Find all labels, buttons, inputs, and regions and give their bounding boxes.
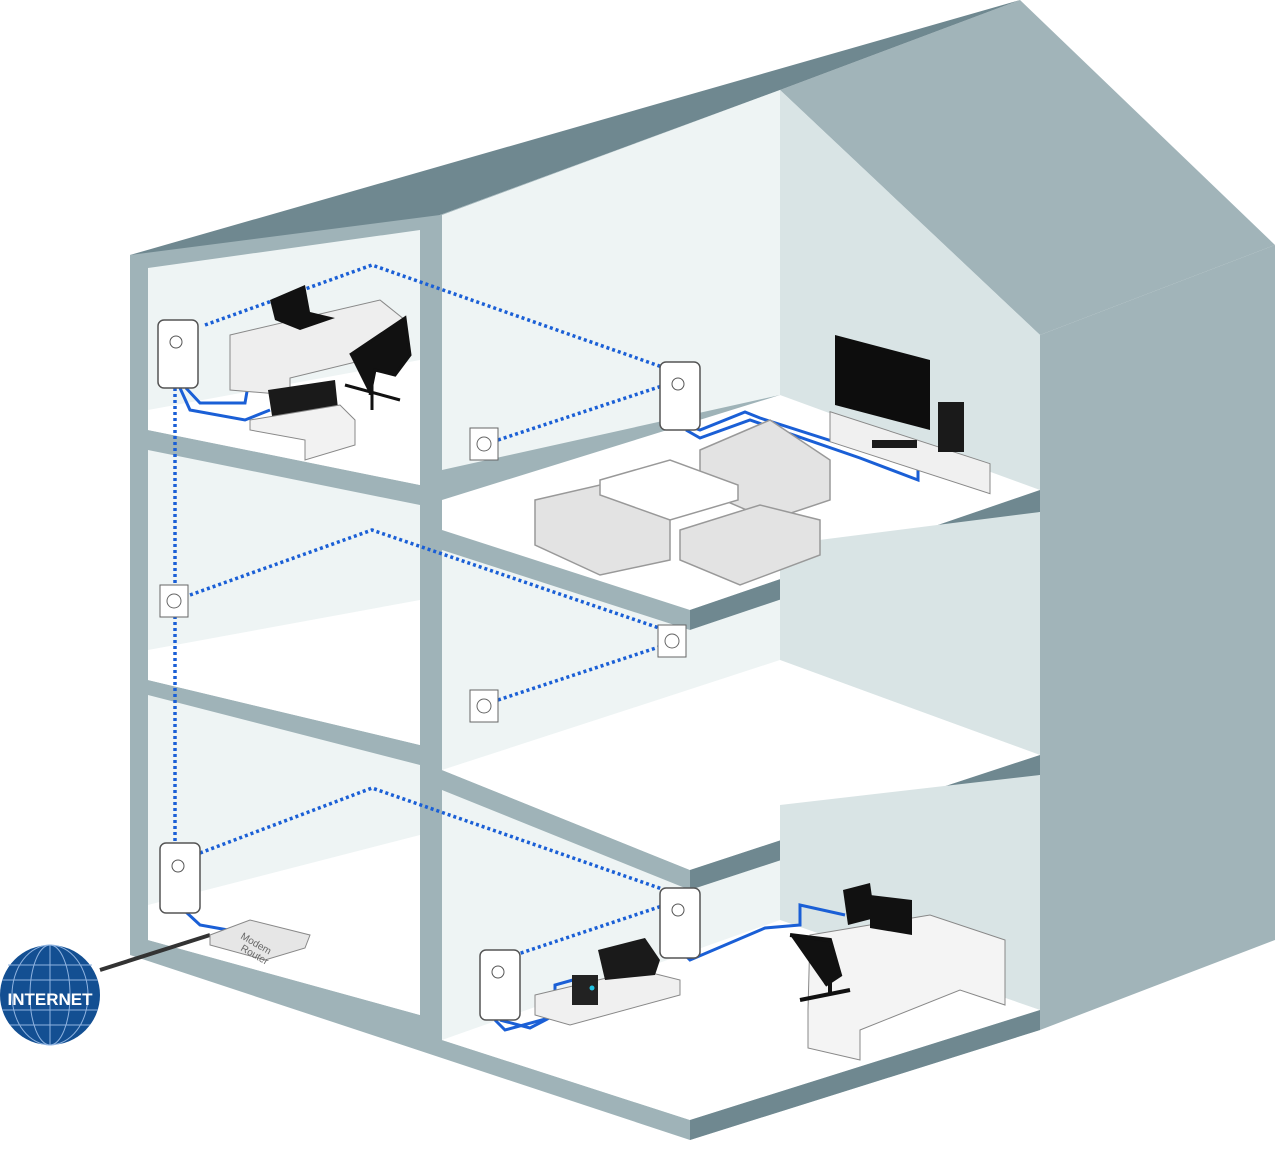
printer-icon <box>598 938 660 980</box>
room-middle-right-side <box>780 512 1040 755</box>
ethernet-cable <box>184 910 229 932</box>
sofas <box>534 419 831 586</box>
side-table <box>249 404 356 461</box>
nas-icon <box>572 975 598 1005</box>
roof-left-slope <box>130 0 1020 268</box>
wall-socket <box>469 427 499 461</box>
floor-middle-right <box>442 660 1040 870</box>
floor-ground-left <box>148 835 420 1015</box>
internet-label: INTERNET <box>8 990 94 1009</box>
powerline-adapter <box>159 842 201 914</box>
powerline-link <box>204 263 666 370</box>
side-wall-lower <box>1040 245 1275 1030</box>
set-top-box-icon <box>872 440 917 448</box>
floor-middle-left <box>148 600 420 745</box>
floor-slab-ground <box>690 1010 1040 1140</box>
nas-led <box>589 985 595 991</box>
monitor-icon <box>870 895 912 935</box>
powerline-adapter <box>659 887 701 959</box>
powerline-link <box>497 383 666 442</box>
internet-globe: INTERNET <box>0 944 100 1046</box>
office-chair-icon <box>344 315 412 410</box>
sofa <box>679 504 821 586</box>
desktop-pc-icon <box>843 883 875 925</box>
desk <box>229 299 406 396</box>
wall-socket <box>469 689 499 723</box>
coffee-table <box>599 459 739 521</box>
laptop-icon <box>270 285 335 330</box>
ethernet-cable <box>178 387 271 422</box>
office-desk <box>807 914 1006 1061</box>
office-chair-icon <box>789 933 851 1002</box>
tv-icon <box>835 335 930 430</box>
powerline-adapter <box>659 361 701 431</box>
powerline-link <box>199 786 666 892</box>
internet-cable <box>99 933 211 972</box>
powerline-link <box>514 903 666 957</box>
wall-socket <box>657 624 687 658</box>
powerline-link <box>497 643 666 702</box>
powerline-adapter <box>157 319 199 389</box>
tv-stand <box>829 411 991 495</box>
powerline-adapter <box>479 949 521 1021</box>
roof-right-slope <box>780 0 1275 335</box>
wall-socket <box>159 584 189 618</box>
game-console-icon <box>938 402 964 452</box>
ethernet-cable <box>685 418 920 483</box>
powerline-link <box>189 528 666 632</box>
